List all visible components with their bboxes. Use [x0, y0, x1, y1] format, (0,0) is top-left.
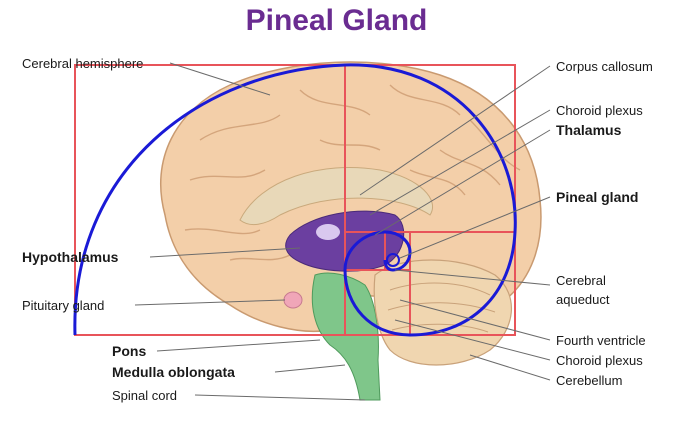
label-hypothalamus: Hypothalamus	[22, 249, 118, 265]
label-fourth-ventricle: Fourth ventricle	[556, 333, 646, 349]
label-thalamus: Thalamus	[556, 122, 621, 138]
choroid-highlight	[316, 224, 340, 240]
label-spinal-cord: Spinal cord	[112, 388, 177, 404]
label-medulla-oblongata: Medulla oblongata	[112, 364, 235, 380]
label-aqueduct: aqueduct	[556, 292, 610, 308]
label-choroid-plexus-upper: Choroid plexus	[556, 103, 643, 119]
label-pineal-gland: Pineal gland	[556, 189, 638, 205]
label-choroid-plexus-lower: Choroid plexus	[556, 353, 643, 369]
page-title: Pineal Gland	[0, 4, 673, 38]
label-pituitary-gland: Pituitary gland	[22, 298, 104, 314]
label-cerebellum: Cerebellum	[556, 373, 622, 389]
label-corpus-callosum: Corpus callosum	[556, 59, 653, 75]
label-cerebral-hemisphere: Cerebral hemisphere	[22, 56, 143, 72]
pituitary-shape	[284, 292, 302, 308]
label-cerebral: Cerebral	[556, 273, 606, 289]
cerebellum-shape	[374, 260, 511, 365]
label-pons: Pons	[112, 343, 146, 359]
